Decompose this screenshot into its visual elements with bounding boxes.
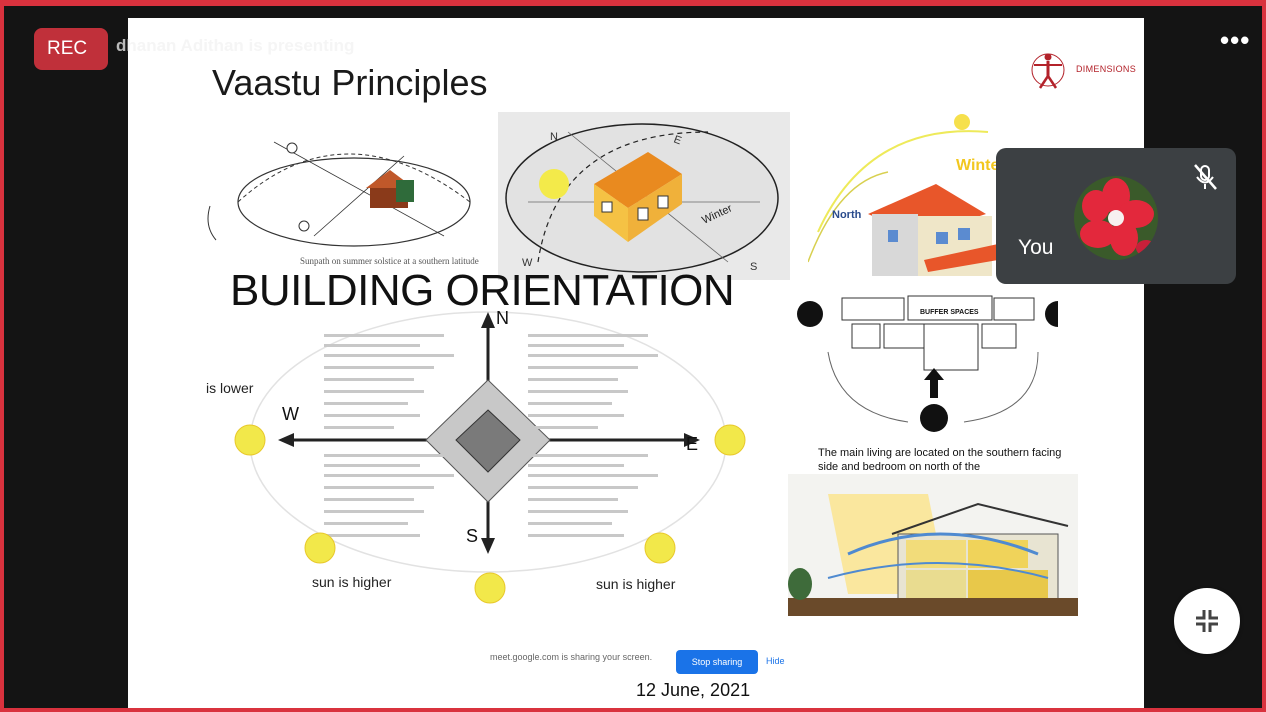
living-area-caption: The main living are located on the south… [818, 447, 1062, 473]
slide-date: 12 June, 2021 [636, 680, 751, 700]
svg-text:W: W [522, 257, 533, 269]
mic-off-icon[interactable] [1188, 160, 1222, 194]
sun-east-icon [714, 424, 746, 456]
building-orientation-heading: BUILDING ORIENTATION [230, 266, 735, 315]
more-options-icon[interactable]: ••• [1220, 25, 1251, 55]
hide-share-bar-link[interactable]: Hide [766, 656, 785, 666]
winter-sun-house-diagram: Winter North [808, 114, 998, 276]
compass-south: S [466, 526, 479, 546]
building-section-illustration [788, 474, 1078, 616]
avatar [1074, 176, 1158, 260]
collapse-icon [1196, 610, 1218, 632]
dimensions-logo: DIMENSIONS [1028, 48, 1138, 98]
sun-dark-right-icon [1045, 301, 1058, 327]
buffer-spaces-diagram: BUFFER SPACES [797, 295, 1058, 432]
sun-southeast-icon [644, 532, 676, 564]
exit-fullscreen-button[interactable] [1174, 588, 1240, 654]
north-label: North [832, 209, 862, 221]
vitruvian-logo-icon [1031, 53, 1065, 89]
orientation-text-blocks [324, 334, 658, 537]
svg-text:S: S [750, 261, 757, 273]
shared-screen-slide: Vaastu Principles DIMENSIONS [128, 18, 1144, 708]
buffer-title: BUFFER SPACES [920, 309, 979, 316]
self-video-tile[interactable]: You [996, 148, 1236, 284]
sun-west-icon [234, 424, 266, 456]
sun-lower-label: is lower [206, 380, 254, 396]
compass-orientation-diagram [234, 311, 746, 604]
presenter-label: dhanan Adithan is presenting [116, 36, 355, 55]
sun-southwest-icon [304, 532, 336, 564]
self-name-label: You [1018, 236, 1054, 259]
recording-badge: REC [34, 28, 108, 70]
winter-label-right: Winter [956, 157, 998, 174]
sunpath-diagram: Sunpath on summer solstice at a southern… [207, 141, 479, 266]
svg-text:N: N [550, 131, 558, 143]
share-status-text: meet.google.com is sharing your screen. [490, 652, 653, 662]
sun-dark-left-icon [797, 301, 823, 327]
stop-sharing-button[interactable]: Stop sharing [676, 650, 758, 674]
compass-north: N [496, 308, 509, 328]
sun-south-icon [474, 572, 506, 604]
logo-text: DIMENSIONS [1076, 64, 1137, 74]
slide-title: Vaastu Principles [212, 62, 488, 103]
sun-higher-left-label: sun is higher [312, 574, 392, 590]
compass-east: E [686, 434, 699, 454]
sun-dark-bottom-icon [920, 404, 948, 432]
svg-text:E: E [672, 134, 683, 148]
sunpath-caption: Sunpath on summer solstice at a southern… [300, 256, 479, 266]
flower-avatar-icon [1074, 176, 1158, 260]
compass-west: W [282, 404, 299, 424]
sun-higher-right-label: sun is higher [596, 576, 676, 592]
house-orientation-diagram: E N Winter W S [498, 112, 790, 280]
